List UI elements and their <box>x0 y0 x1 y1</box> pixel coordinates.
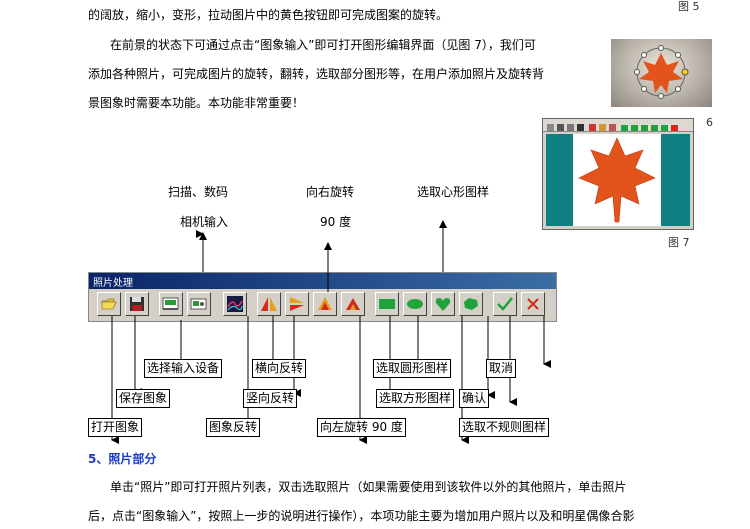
label-heart-select: 选取心形图样 <box>417 185 490 199</box>
callout-image-invert: 图象反转 <box>206 418 261 437</box>
figure-5-image <box>611 39 712 107</box>
callout-confirm: 确认 <box>459 389 490 408</box>
invert-image-icon <box>227 296 243 312</box>
cancel-button[interactable] <box>521 292 545 316</box>
flip-horizontal-button[interactable] <box>257 292 281 316</box>
check-icon <box>497 297 513 311</box>
callout-rotate-left: 向左旋转 90 度 <box>317 418 406 437</box>
photo-processing-window: 照片处理 <box>88 272 557 322</box>
open-button[interactable] <box>97 292 121 316</box>
maple-leaf-icon <box>578 137 656 223</box>
callout-select-ellipse: 选取圆形图样 <box>373 359 452 378</box>
camera-icon <box>190 298 207 310</box>
callout-cancel: 取消 <box>486 359 517 378</box>
flip-vertical-button[interactable] <box>285 292 309 316</box>
figure-7-label: 图 7 <box>668 236 690 249</box>
select-ellipse-button[interactable] <box>403 292 427 316</box>
heart-icon <box>435 298 451 311</box>
label-scan-camera-line1: 扫描、数码 <box>168 185 229 199</box>
window-title: 照片处理 <box>93 278 133 289</box>
scan-camera-input-button[interactable] <box>187 292 211 316</box>
paragraph-line-3: 添加各种照片，可完成图片的旋转，翻转，选取部分图形等，在用户添加照片及旋转背 <box>88 67 545 81</box>
figure-6-label: 6 <box>706 116 713 129</box>
leaf-rotate-icon <box>634 45 689 99</box>
figure-7-paper <box>573 134 661 226</box>
flip-vertical-icon <box>290 297 304 311</box>
folder-open-icon <box>101 298 117 310</box>
confirm-button[interactable] <box>493 292 517 316</box>
window-title-bar: 照片处理 <box>89 273 556 289</box>
callout-select-input-device: 选择输入设备 <box>144 359 223 378</box>
figure-7-image <box>542 118 694 230</box>
label-rotate-right-line1: 向右旋转 <box>306 185 355 199</box>
section-heading: 5、照片部分 <box>88 452 157 466</box>
input-device-button[interactable] <box>159 292 183 316</box>
bottom-paragraph-line-2: 后，点击“图象输入”，按照上一步的说明进行操作），本项功能主要为增加用户照片以及… <box>88 509 635 523</box>
figure-7-toolbar <box>543 119 693 132</box>
image-invert-button[interactable] <box>223 292 247 316</box>
callout-flip-vertical: 竖向反转 <box>243 389 298 408</box>
callout-save-image: 保存图象 <box>116 389 171 408</box>
label-scan-camera-line2: 相机输入 <box>180 215 229 229</box>
scanner-icon <box>162 297 179 310</box>
callout-select-irregular: 选取不规则图样 <box>459 418 550 437</box>
paragraph-line-2: 在前景的状态下可通过点击“图象输入”即可打开图形编辑界面（见图 7），我们可 <box>110 38 536 52</box>
paragraph-line-1: 的阔放，缩小，变形，拉动图片中的黄色按钮即可完成图案的旋转。 <box>88 8 449 22</box>
label-rotate-right-line2: 90 度 <box>320 215 352 229</box>
save-button[interactable] <box>125 292 149 316</box>
select-irregular-button[interactable] <box>459 292 483 316</box>
floppy-disk-icon <box>130 297 144 311</box>
figure-5-label: 图 5 <box>678 0 700 13</box>
paragraph-line-4: 景图象时需要本功能。本功能非常重要！ <box>88 96 305 110</box>
callout-flip-horizontal: 横向反转 <box>252 359 307 378</box>
select-rect-button[interactable] <box>375 292 399 316</box>
rotate-right-button[interactable] <box>313 292 337 316</box>
irregular-shape-icon <box>464 298 478 310</box>
rectangle-icon <box>379 299 395 309</box>
close-icon <box>527 298 539 310</box>
rotate-left-icon <box>346 298 360 310</box>
callout-select-rect: 选取方形图样 <box>376 389 455 408</box>
callout-open-image: 打开图象 <box>88 418 143 437</box>
rotate-right-icon <box>318 297 332 310</box>
bottom-paragraph-line-1: 单击“照片”即可打开照片列表，双击选取照片（如果需要使用到该软件以外的其他照片，… <box>110 480 627 494</box>
select-heart-button[interactable] <box>431 292 455 316</box>
ellipse-icon <box>407 299 423 309</box>
rotate-left-button[interactable] <box>341 292 365 316</box>
flip-horizontal-icon <box>261 297 277 311</box>
